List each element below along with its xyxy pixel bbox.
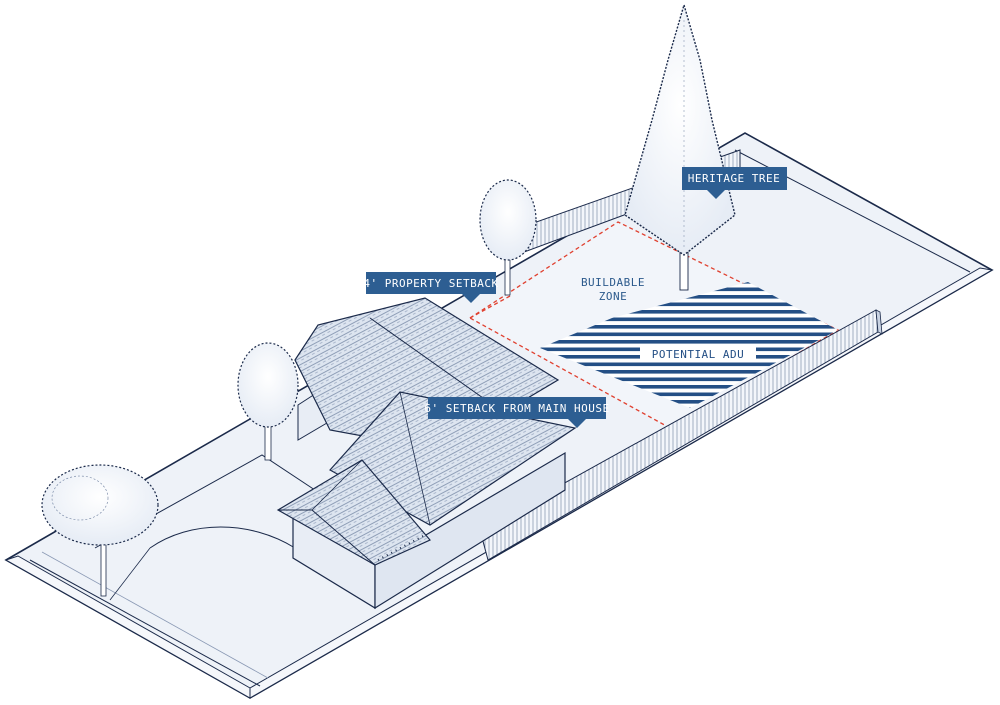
main-house-setback-label: 6' SETBACK FROM MAIN HOUSE bbox=[424, 402, 609, 415]
adu-stripe bbox=[540, 400, 838, 404]
adu-stripe bbox=[540, 340, 838, 344]
adu-stripe bbox=[540, 392, 838, 397]
heritage-tree-callout: HERITAGE TREE bbox=[682, 167, 787, 199]
adu-stripe bbox=[540, 325, 838, 329]
adu-stripe bbox=[540, 332, 838, 337]
property-setback-label: 4' PROPERTY SETBACK bbox=[363, 277, 498, 290]
heritage-tree-label: HERITAGE TREE bbox=[688, 172, 781, 185]
potential-adu-label: POTENTIAL ADU bbox=[652, 348, 745, 361]
property-setback-callout: 4' PROPERTY SETBACK bbox=[363, 272, 498, 303]
main-house bbox=[276, 297, 577, 610]
adu-stripe bbox=[540, 385, 838, 389]
adu-stripe bbox=[540, 362, 838, 367]
potential-adu-label-group: POTENTIAL ADU bbox=[640, 346, 756, 362]
main-house-setback-callout: 6' SETBACK FROM MAIN HOUSE bbox=[424, 397, 609, 428]
buildable-zone-label-line2: ZONE bbox=[599, 290, 628, 303]
street-tree bbox=[41, 464, 159, 597]
adu-stripe bbox=[540, 370, 838, 374]
side-yard-tree bbox=[237, 342, 299, 461]
adu-stripe bbox=[540, 377, 838, 382]
south-fence bbox=[479, 309, 883, 561]
heritage-tree bbox=[624, 2, 736, 291]
adu-stripe bbox=[540, 310, 838, 314]
backyard-tree bbox=[479, 179, 537, 296]
adu-stripe bbox=[540, 317, 838, 322]
adu-stripe bbox=[540, 302, 838, 307]
buildable-zone-label-line1: BUILDABLE bbox=[581, 276, 645, 289]
